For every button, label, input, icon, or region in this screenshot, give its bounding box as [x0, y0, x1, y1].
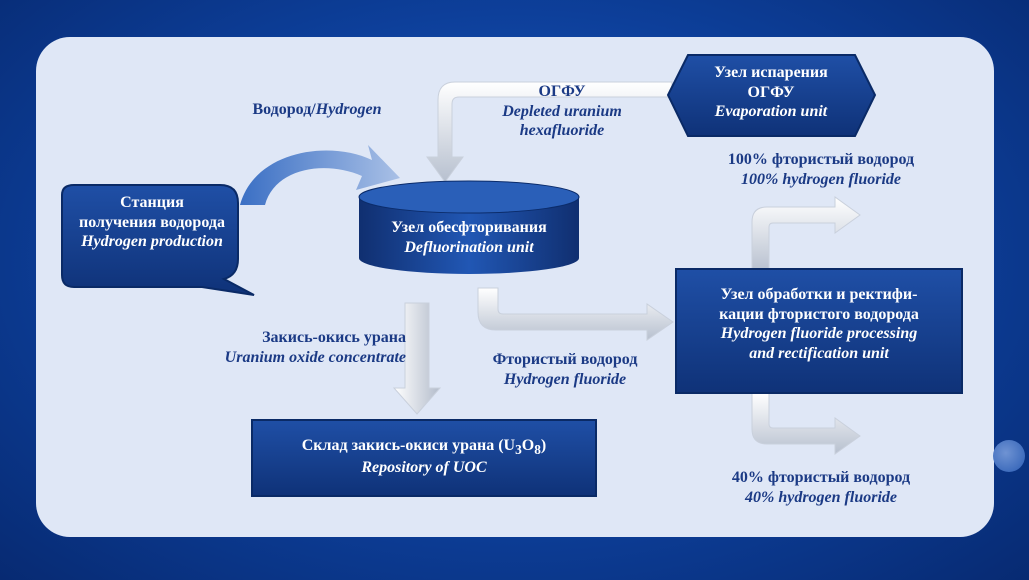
evaporation-unit-node: Узел испарения ОГФУ Evaporation unit — [676, 63, 866, 122]
hydrogen-station-node: Станция получения водорода Hydrogen prod… — [64, 193, 240, 252]
uoc-repository-box — [251, 419, 597, 497]
uranium-oxide-label-ru: Закись-окись урана — [262, 329, 406, 346]
hf-label-ru: Фтористый водород — [492, 351, 638, 368]
evaporation-unit-ru-line1: Узел испарения — [714, 64, 828, 81]
hydrogen-flow-arrow — [240, 145, 400, 205]
defluorination-unit-ru: Узел обесфторивания — [391, 219, 547, 236]
hf-flow-arrow — [477, 287, 674, 341]
hydrogen-station-shape — [61, 184, 255, 296]
hf-100-flow-arrow — [751, 196, 861, 273]
uoc-repository-suffix: ) — [540, 437, 547, 454]
hydrogen-station-ru-line1: Станция — [120, 194, 184, 211]
uoc-flow-arrow — [392, 302, 442, 415]
hf-label-en: Hydrogen fluoride — [503, 370, 627, 388]
uranium-oxide-label-en: Uranium oxide concentrate — [224, 348, 406, 366]
uoc-repository-ru: Склад закись-окиси урана (U3O8) — [254, 436, 594, 458]
ogfu-label: ОГФУ Depleted uranium hexafluoride — [462, 82, 662, 141]
uoc-repository-sub1: 3 — [515, 442, 522, 458]
hf-40-label-en: 40% hydrogen fluoride — [745, 488, 897, 506]
hf-100-label-en: 100% hydrogen fluoride — [741, 170, 901, 188]
uranium-oxide-label: Закись-окись урана Uranium oxide concent… — [130, 328, 406, 367]
evaporation-unit-ru-line2: ОГФУ — [747, 83, 795, 101]
hf-processing-unit-ru-line1: Узел обработки и ректифи- — [720, 286, 918, 303]
hydrogen-label: Водород/Hydrogen — [212, 100, 422, 120]
hydrogen-label-ru: Водород/ — [252, 101, 316, 118]
defluorination-cylinder — [358, 180, 580, 274]
uoc-repository-node: Склад закись-окиси урана (U3O8) Reposito… — [254, 436, 594, 478]
uoc-repository-sub2: 8 — [534, 442, 541, 458]
hf-40-flow-arrow — [751, 392, 861, 455]
hf-label: Фтористый водород Hydrogen fluoride — [458, 350, 672, 389]
hf-processing-unit-box — [675, 268, 963, 394]
evaporation-unit-hexagon — [666, 54, 877, 137]
decorative-circle — [993, 440, 1025, 472]
hf-processing-unit-en-line2: and rectification unit — [749, 344, 889, 362]
hf-100-label-ru: 100% фтористый водород — [727, 151, 915, 168]
hf-processing-unit-node: Узел обработки и ректифи- кации фтористо… — [678, 285, 960, 363]
uoc-repository-ru-prefix: Склад закись-окиси урана (U — [301, 437, 516, 454]
hf-100-label: 100% фтористый водород 100% hydrogen flu… — [690, 150, 952, 189]
defluorination-unit-en: Defluorination unit — [404, 238, 534, 256]
evaporation-unit-en: Evaporation unit — [714, 103, 828, 121]
hydrogen-station-en: Hydrogen production — [81, 233, 223, 251]
hydrogen-label-en: Hydrogen — [315, 101, 382, 118]
uoc-repository-mid: O — [521, 437, 535, 454]
hf-processing-unit-ru-line2: кации фтористого водорода — [719, 305, 919, 323]
ogfu-flow-arrow — [426, 81, 673, 183]
hf-40-label-ru: 40% фтористый водород — [731, 469, 911, 486]
hydrogen-station-ru-line2: получения водорода — [79, 213, 225, 231]
ogfu-label-ru: ОГФУ — [538, 83, 586, 100]
ogfu-label-en-line1: Depleted uranium — [502, 102, 622, 120]
uoc-repository-en: Repository of UOC — [361, 459, 487, 477]
hf-40-label: 40% фтористый водород 40% hydrogen fluor… — [690, 468, 952, 507]
hf-processing-unit-en-line1: Hydrogen fluoride processing — [720, 325, 918, 343]
defluorination-unit-node: Узел обесфторивания Defluorination unit — [360, 218, 578, 257]
ogfu-label-en-line2: hexafluoride — [519, 122, 605, 140]
